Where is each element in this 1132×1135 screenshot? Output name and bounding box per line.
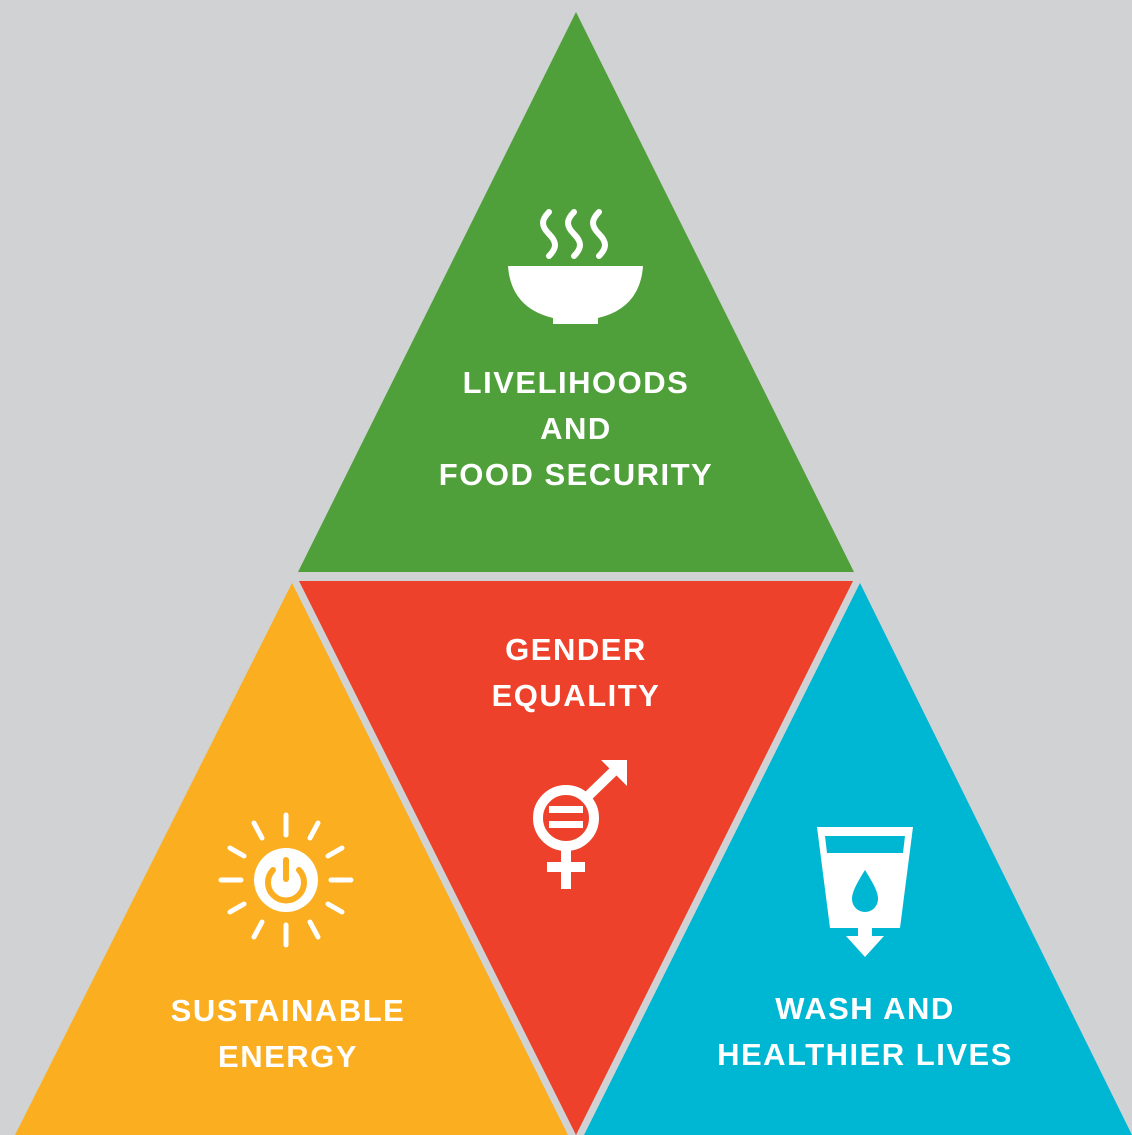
livelihoods-label: LIVELIHOODS AND FOOD SECURITY <box>376 360 776 498</box>
gender-equality-segment <box>299 581 853 1135</box>
livelihoods-label-line-1: LIVELIHOODS <box>462 365 690 400</box>
sun-power-icon <box>218 812 354 948</box>
livelihoods-label-line-2: AND <box>540 411 612 446</box>
gender-equality-label-line-1: GENDER <box>505 632 647 667</box>
water-glass-icon <box>817 827 913 957</box>
gender-equality-label-line-2: EQUALITY <box>491 678 661 713</box>
wash-label-line-1: WASH AND <box>775 991 955 1026</box>
wash-label: WASH AND HEALTHIER LIVES <box>690 986 1040 1078</box>
sustainable-energy-label-line-1: SUSTAINABLE <box>170 993 406 1028</box>
gender-equality-icon <box>533 760 627 889</box>
gender-equality-label: GENDER EQUALITY <box>426 627 726 719</box>
livelihoods-label-line-3: FOOD SECURITY <box>438 457 714 492</box>
wash-label-line-2: HEALTHIER LIVES <box>717 1037 1013 1072</box>
soup-bowl-icon <box>540 209 608 259</box>
sustainable-energy-label-line-2: ENERGY <box>218 1039 358 1074</box>
sustainable-energy-label: SUSTAINABLE ENERGY <box>128 988 448 1080</box>
soup-bowl-body <box>508 266 643 324</box>
